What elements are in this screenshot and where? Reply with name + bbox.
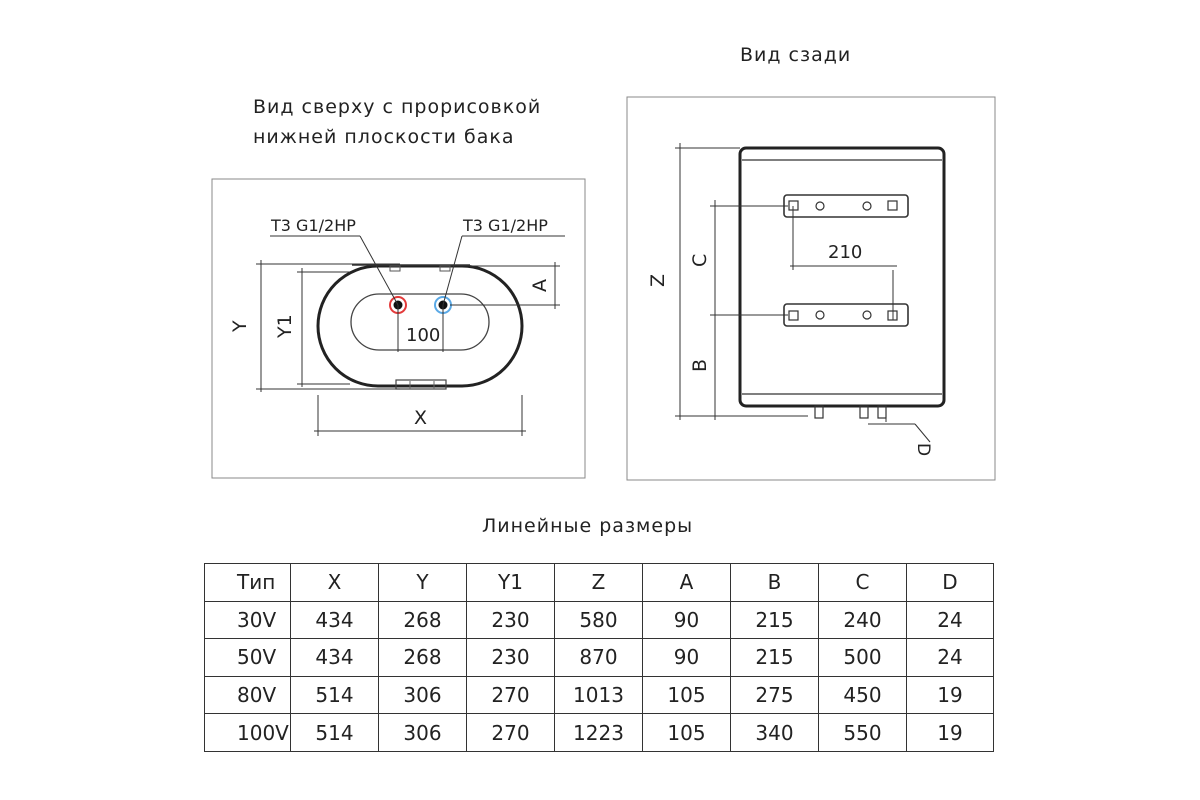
- table-cell: 50V: [204, 638, 291, 677]
- table-cell: 80V: [204, 675, 291, 715]
- dim-line: [914, 423, 931, 443]
- dimensions-table: Тип X Y Y1 Z A B C D 30V 434 268 230 580…: [204, 563, 994, 752]
- table-cell: 215: [730, 600, 819, 640]
- table-cell: 105: [642, 675, 731, 715]
- table-cell: 270: [466, 675, 555, 715]
- table-cell: 30V: [204, 600, 291, 640]
- table-cell: 268: [378, 638, 467, 677]
- tank-outline: [316, 264, 524, 388]
- dim-y1-label: Y1: [274, 314, 296, 339]
- tank-body: [738, 146, 946, 408]
- table-cell: 434: [290, 638, 379, 677]
- upper-bracket: [783, 194, 909, 218]
- pipe-stub: [859, 405, 869, 419]
- table-cell: 434: [290, 600, 379, 640]
- table-row: 100V 514 306 270 1223 105 340 550 19: [204, 713, 994, 752]
- table-cell: 19: [906, 675, 994, 715]
- pipe-stub: [877, 405, 887, 419]
- table-cell: 514: [290, 675, 379, 715]
- table-header-cell: D: [906, 563, 994, 602]
- leader-line: [359, 235, 399, 306]
- table-header-cell: Тип: [204, 563, 291, 602]
- table-cell: 580: [554, 600, 643, 640]
- table-header-cell: C: [818, 563, 907, 602]
- table-cell: 870: [554, 638, 643, 677]
- table-cell: 19: [906, 713, 994, 752]
- pipe-stub: [814, 405, 824, 419]
- table-cell: 340: [730, 713, 819, 752]
- top-view-frame: [211, 178, 586, 479]
- table-header-cell: Y: [378, 563, 467, 602]
- pipe-left-label: Т3 G1/2НР: [270, 216, 356, 235]
- dim-a-label: A: [529, 279, 551, 292]
- table-cell: 275: [730, 675, 819, 715]
- table-title: Линейные размеры: [482, 515, 694, 537]
- dim-d-label: D: [913, 443, 933, 456]
- bracket-hole: [862, 201, 872, 211]
- bracket-slot: [887, 200, 898, 211]
- bracket-slot: [788, 310, 799, 321]
- table-header-cell: X: [290, 563, 379, 602]
- table-row: 80V 514 306 270 1013 105 275 450 19: [204, 675, 994, 715]
- table-cell: 450: [818, 675, 907, 715]
- table-header-row: Тип X Y Y1 Z A B C D: [204, 563, 994, 602]
- lower-bracket: [783, 303, 909, 327]
- bracket-hole: [862, 310, 872, 320]
- dim-x-label: X: [414, 407, 427, 429]
- table-row: 50V 434 268 230 870 90 215 500 24: [204, 638, 994, 677]
- dim-y-label: Y: [229, 320, 251, 333]
- dim-b-label: B: [689, 359, 711, 372]
- table-cell: 306: [378, 675, 467, 715]
- dim-210-label: 210: [828, 242, 862, 263]
- dim-c-label: C: [689, 254, 711, 267]
- top-view-title-line1: Вид сверху с прорисовкой: [253, 96, 542, 118]
- tank-bottom-plate: [395, 379, 447, 390]
- table-header-cell: B: [730, 563, 819, 602]
- table-cell: 100V: [204, 713, 291, 752]
- table-cell: 24: [906, 600, 994, 640]
- table-cell: 240: [818, 600, 907, 640]
- dim-pipe-spacing-label: 100: [406, 325, 440, 346]
- table-cell: 24: [906, 638, 994, 677]
- table-cell: 500: [818, 638, 907, 677]
- dim-z-label: Z: [647, 274, 669, 287]
- bracket-hole: [815, 201, 825, 211]
- back-view-frame: [626, 96, 996, 481]
- table-cell: 306: [378, 713, 467, 752]
- table-cell: 550: [818, 713, 907, 752]
- table-cell: 270: [466, 713, 555, 752]
- top-view-title-line2: нижней плоскости бака: [253, 126, 515, 148]
- leader-line: [442, 235, 463, 306]
- table-row: 30V 434 268 230 580 90 215 240 24: [204, 600, 994, 640]
- table-cell: 215: [730, 638, 819, 677]
- table-cell: 230: [466, 638, 555, 677]
- table-cell: 268: [378, 600, 467, 640]
- back-view-title: Вид сзади: [740, 44, 852, 66]
- table-cell: 1223: [554, 713, 643, 752]
- table-cell: 90: [642, 600, 731, 640]
- pipe-right-label: Т3 G1/2НР: [462, 216, 548, 235]
- table-header-cell: Y1: [466, 563, 555, 602]
- table-cell: 230: [466, 600, 555, 640]
- tank-top-tab: [439, 265, 451, 272]
- bracket-hole: [815, 310, 825, 320]
- table-cell: 1013: [554, 675, 643, 715]
- table-header-cell: A: [642, 563, 731, 602]
- table-cell: 90: [642, 638, 731, 677]
- table-cell: 105: [642, 713, 731, 752]
- table-cell: 514: [290, 713, 379, 752]
- tank-top-tab: [389, 265, 401, 272]
- table-header-cell: Z: [554, 563, 643, 602]
